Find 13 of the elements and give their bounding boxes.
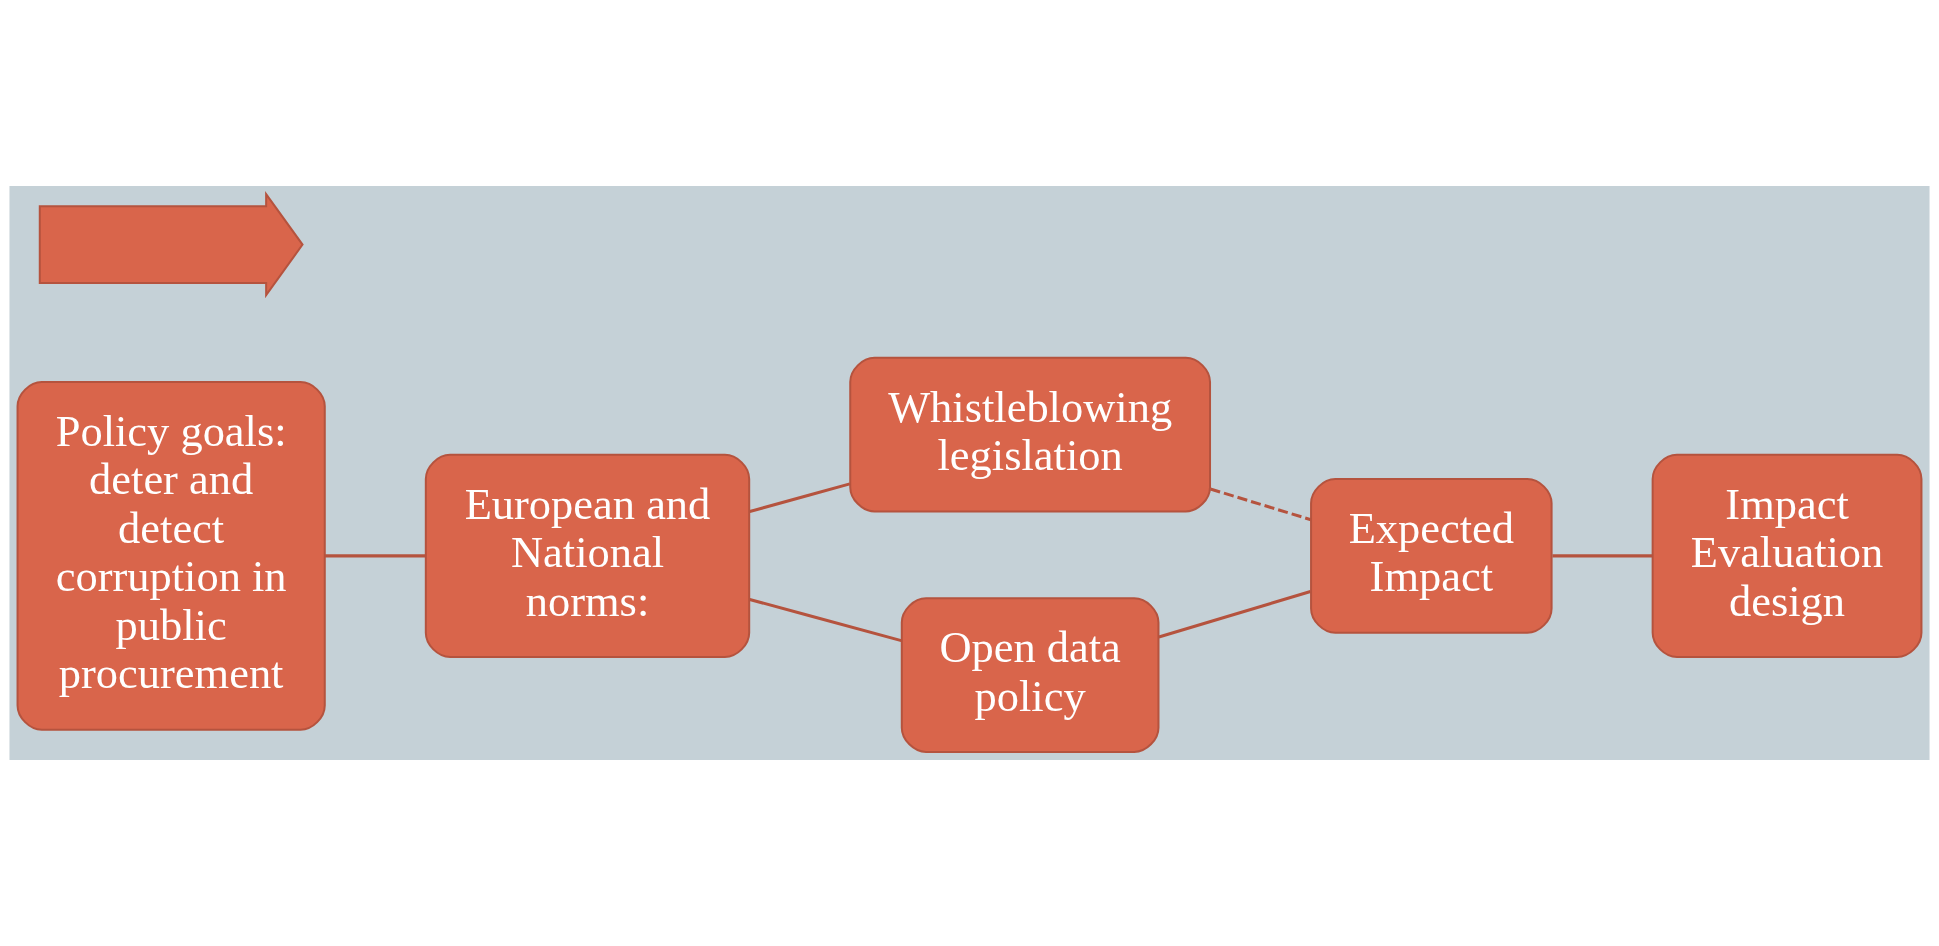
connector xyxy=(324,554,426,558)
connector xyxy=(1552,554,1653,558)
node-box: Impact Evaluation design xyxy=(1651,453,1923,658)
connector xyxy=(749,482,851,514)
node-box: Whistleblowing legislation xyxy=(849,356,1211,513)
node-box: European and National norms: xyxy=(424,453,751,658)
connector xyxy=(1158,590,1311,639)
connector xyxy=(749,597,902,643)
connector xyxy=(1209,487,1312,522)
node-box: Policy goals: deter and detect corruption in public procurement xyxy=(16,381,326,731)
node-arrow xyxy=(38,190,304,299)
node-box: Open data policy xyxy=(900,597,1160,753)
node-box: Expected Impact xyxy=(1310,478,1553,634)
